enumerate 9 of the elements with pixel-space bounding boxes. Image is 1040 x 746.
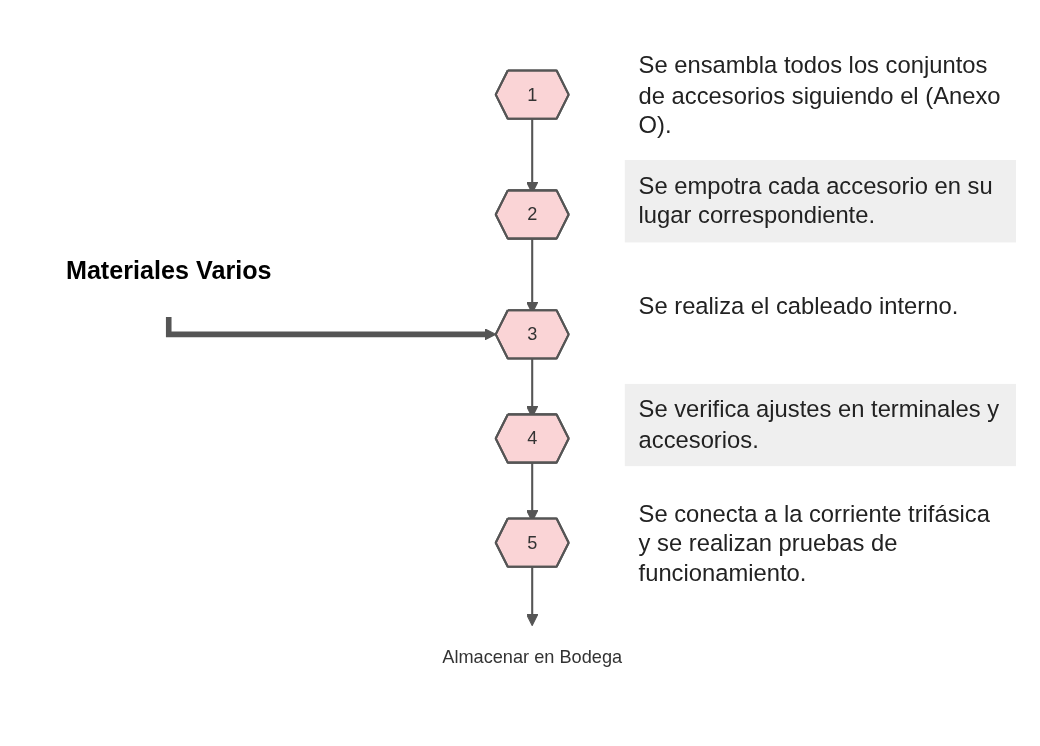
arrow [165,316,497,341]
step-description: Se conecta a la corriente trifásica y se realizan pruebas de funcionamiento. [637,499,991,589]
arrow [526,566,539,627]
step-description: Se verifica ajustes en terminales y accesorios. [624,384,1016,466]
step-description: Se ensambla todos los conjuntos de accesorios siguiendo el (Anexo O). [637,51,1002,141]
step-description: Se empotra cada accesorio en su lugar correspondiente. [624,160,1016,242]
node-text: Almacenar en Bodega [442,646,623,668]
step-description: Se realiza el cableado interno. [637,291,960,321]
node-text: Materiales Varios [65,256,272,285]
